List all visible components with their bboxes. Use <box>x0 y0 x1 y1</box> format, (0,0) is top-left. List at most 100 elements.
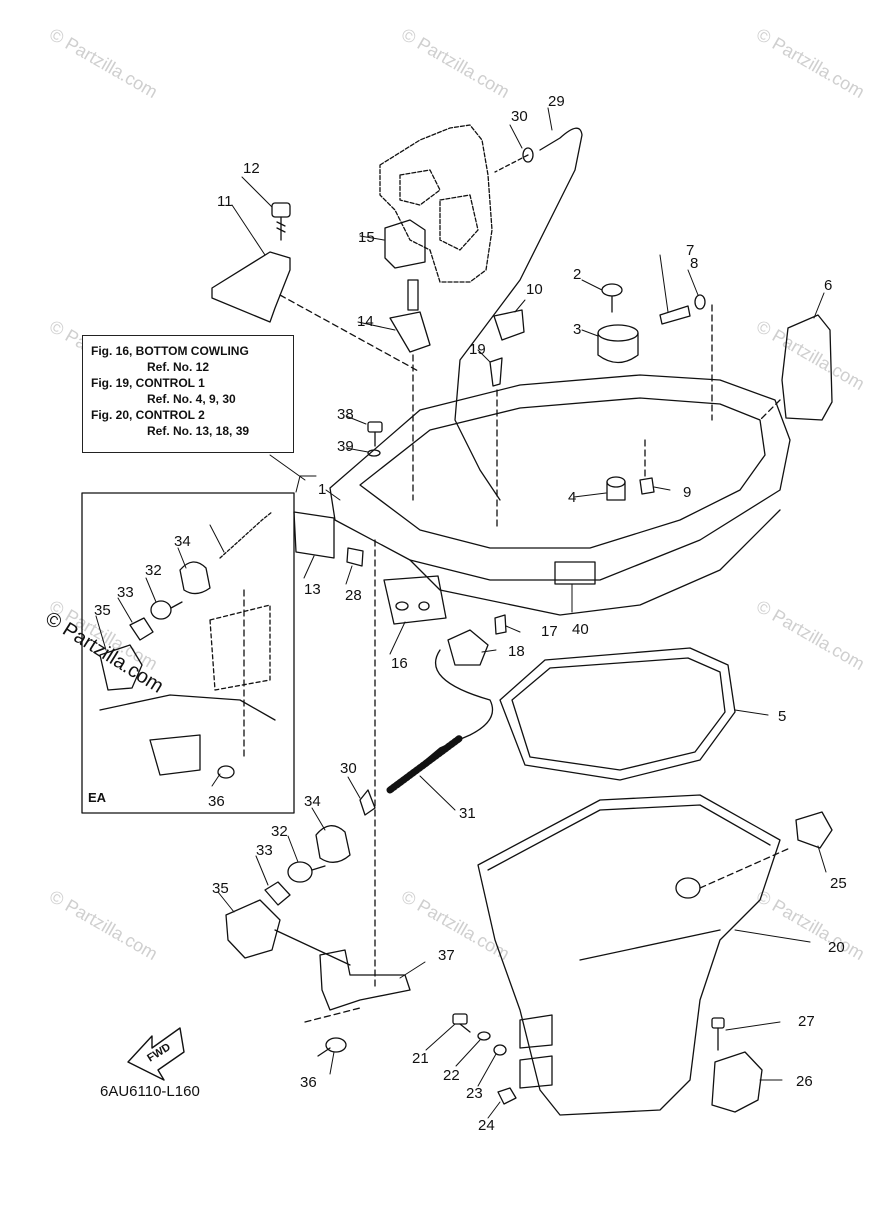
part-11-bracket <box>211 251 291 323</box>
callout-30: 30 <box>511 108 528 125</box>
callout-18: 18 <box>508 643 525 660</box>
callout-23: 23 <box>466 1085 483 1102</box>
callout-3: 3 <box>573 321 581 338</box>
callout-40: 40 <box>572 621 589 638</box>
part-35-boot <box>225 899 281 959</box>
callout-33: 33 <box>117 584 134 601</box>
part-39-washer <box>367 449 381 457</box>
callout-4: 4 <box>568 489 576 506</box>
callout-38: 38 <box>337 406 354 423</box>
watermark-text: © Partzilla.com <box>753 24 868 102</box>
watermark-text: © Partzilla.com <box>753 316 868 394</box>
part-38-bolt <box>367 421 383 447</box>
part-24-nut <box>497 1087 517 1105</box>
part-7-bolt <box>659 305 691 325</box>
callout-29: 29 <box>548 93 565 110</box>
callout-24: 24 <box>478 1117 495 1134</box>
part-29-hose <box>454 127 583 501</box>
part-23-washer <box>493 1044 507 1056</box>
fwd-arrow-icon <box>127 1027 185 1081</box>
ref-number-1: Ref. No. 4, 9, 30 <box>147 392 236 406</box>
inset-parts <box>99 511 276 779</box>
part-5-seal <box>499 647 736 781</box>
part-22-washer <box>477 1031 491 1041</box>
callout-7: 7 <box>686 242 694 259</box>
watermark-text: © Partzilla.com <box>398 24 513 102</box>
watermark-text: © Partzilla.com <box>753 886 868 964</box>
part-31-cable <box>389 649 494 791</box>
part-25-grommet <box>795 811 833 849</box>
ref-number-2: Ref. No. 13, 18, 39 <box>147 424 250 438</box>
callout-11: 11 <box>217 193 233 210</box>
callout-34: 34 <box>174 533 191 550</box>
part-2-bolt <box>601 283 623 313</box>
watermark-text: © Partzilla.com <box>753 596 868 674</box>
callout-13: 13 <box>304 581 321 598</box>
callout-25: 25 <box>830 875 847 892</box>
part-1-bottom-cowling <box>329 374 791 616</box>
callout-26: 26 <box>796 1073 813 1090</box>
part-21-bolt <box>452 1013 471 1033</box>
leader-lines <box>95 107 827 1119</box>
callout-31: 31 <box>459 805 476 822</box>
part-8-washer <box>694 294 706 310</box>
callout-layer: 1234567891011121314151617181920212223242… <box>94 93 847 1134</box>
ref-title-2: Fig. 20, CONTROL 2 <box>91 408 205 422</box>
callout-37: 37 <box>438 947 455 964</box>
ref-number-0: Ref. No. 12 <box>147 360 210 374</box>
part-12-bolt <box>271 202 291 241</box>
part-37-bracket <box>319 949 411 1011</box>
callout-36: 36 <box>300 1074 317 1091</box>
watermark-text: © Partzilla.com <box>398 886 513 964</box>
callout-39: 39 <box>337 438 354 455</box>
callout-5: 5 <box>778 708 786 725</box>
ref-title-1: Fig. 19, CONTROL 1 <box>91 376 205 390</box>
callout-16: 16 <box>391 655 408 672</box>
part-32-knob <box>287 861 326 883</box>
part-27-bolt <box>711 1017 725 1051</box>
watermark-layer: © Partzilla.com © Partzilla.com © Partzill… <box>41 24 868 964</box>
callout-19: 19 <box>469 341 486 358</box>
callout-6: 6 <box>824 277 832 294</box>
callout-14: 14 <box>357 313 374 330</box>
carburetor-outline <box>379 124 493 283</box>
part-6-bracket <box>781 314 833 421</box>
callout-33: 33 <box>256 842 273 859</box>
callout-36: 36 <box>208 793 225 810</box>
part-30-clip <box>522 147 534 163</box>
callout-12: 12 <box>243 160 260 177</box>
part-10-grommet <box>493 309 525 341</box>
callout-21: 21 <box>412 1050 429 1067</box>
callout-8: 8 <box>690 255 698 272</box>
part-17-bolt <box>494 614 507 635</box>
callout-17: 17 <box>541 623 558 640</box>
part-19-fitting <box>489 357 503 387</box>
part-30b-clip <box>359 789 376 816</box>
callout-15: 15 <box>358 229 375 246</box>
part-34-nut <box>315 825 351 863</box>
part-26-bracket <box>711 1051 763 1113</box>
part-3-grommet <box>597 324 639 364</box>
callout-30: 30 <box>340 760 357 777</box>
callout-32: 32 <box>145 562 162 579</box>
callout-2: 2 <box>573 266 581 283</box>
callout-34: 34 <box>304 793 321 810</box>
callout-9: 9 <box>683 484 691 501</box>
inset-label: EA <box>88 790 107 805</box>
fwd-label: FWD <box>145 1041 173 1064</box>
inset-panel <box>81 492 295 814</box>
callout-27: 27 <box>798 1013 815 1030</box>
callout-1: 1 <box>318 481 326 498</box>
part-16-grommet <box>383 575 447 625</box>
callout-20: 20 <box>828 939 845 956</box>
ref-title-0: Fig. 16, BOTTOM COWLING <box>91 344 249 358</box>
callout-32: 32 <box>271 823 288 840</box>
reference-box: Fig. 16, BOTTOM COWLING Ref. No. 12 Fig.… <box>82 335 294 453</box>
callout-22: 22 <box>443 1067 460 1084</box>
callout-10: 10 <box>526 281 543 298</box>
watermark-text: © Partzilla.com <box>46 886 161 964</box>
diagram-code: 6AU6110-L160 <box>100 1083 200 1100</box>
watermark-text: © Partzilla.com <box>46 24 161 102</box>
